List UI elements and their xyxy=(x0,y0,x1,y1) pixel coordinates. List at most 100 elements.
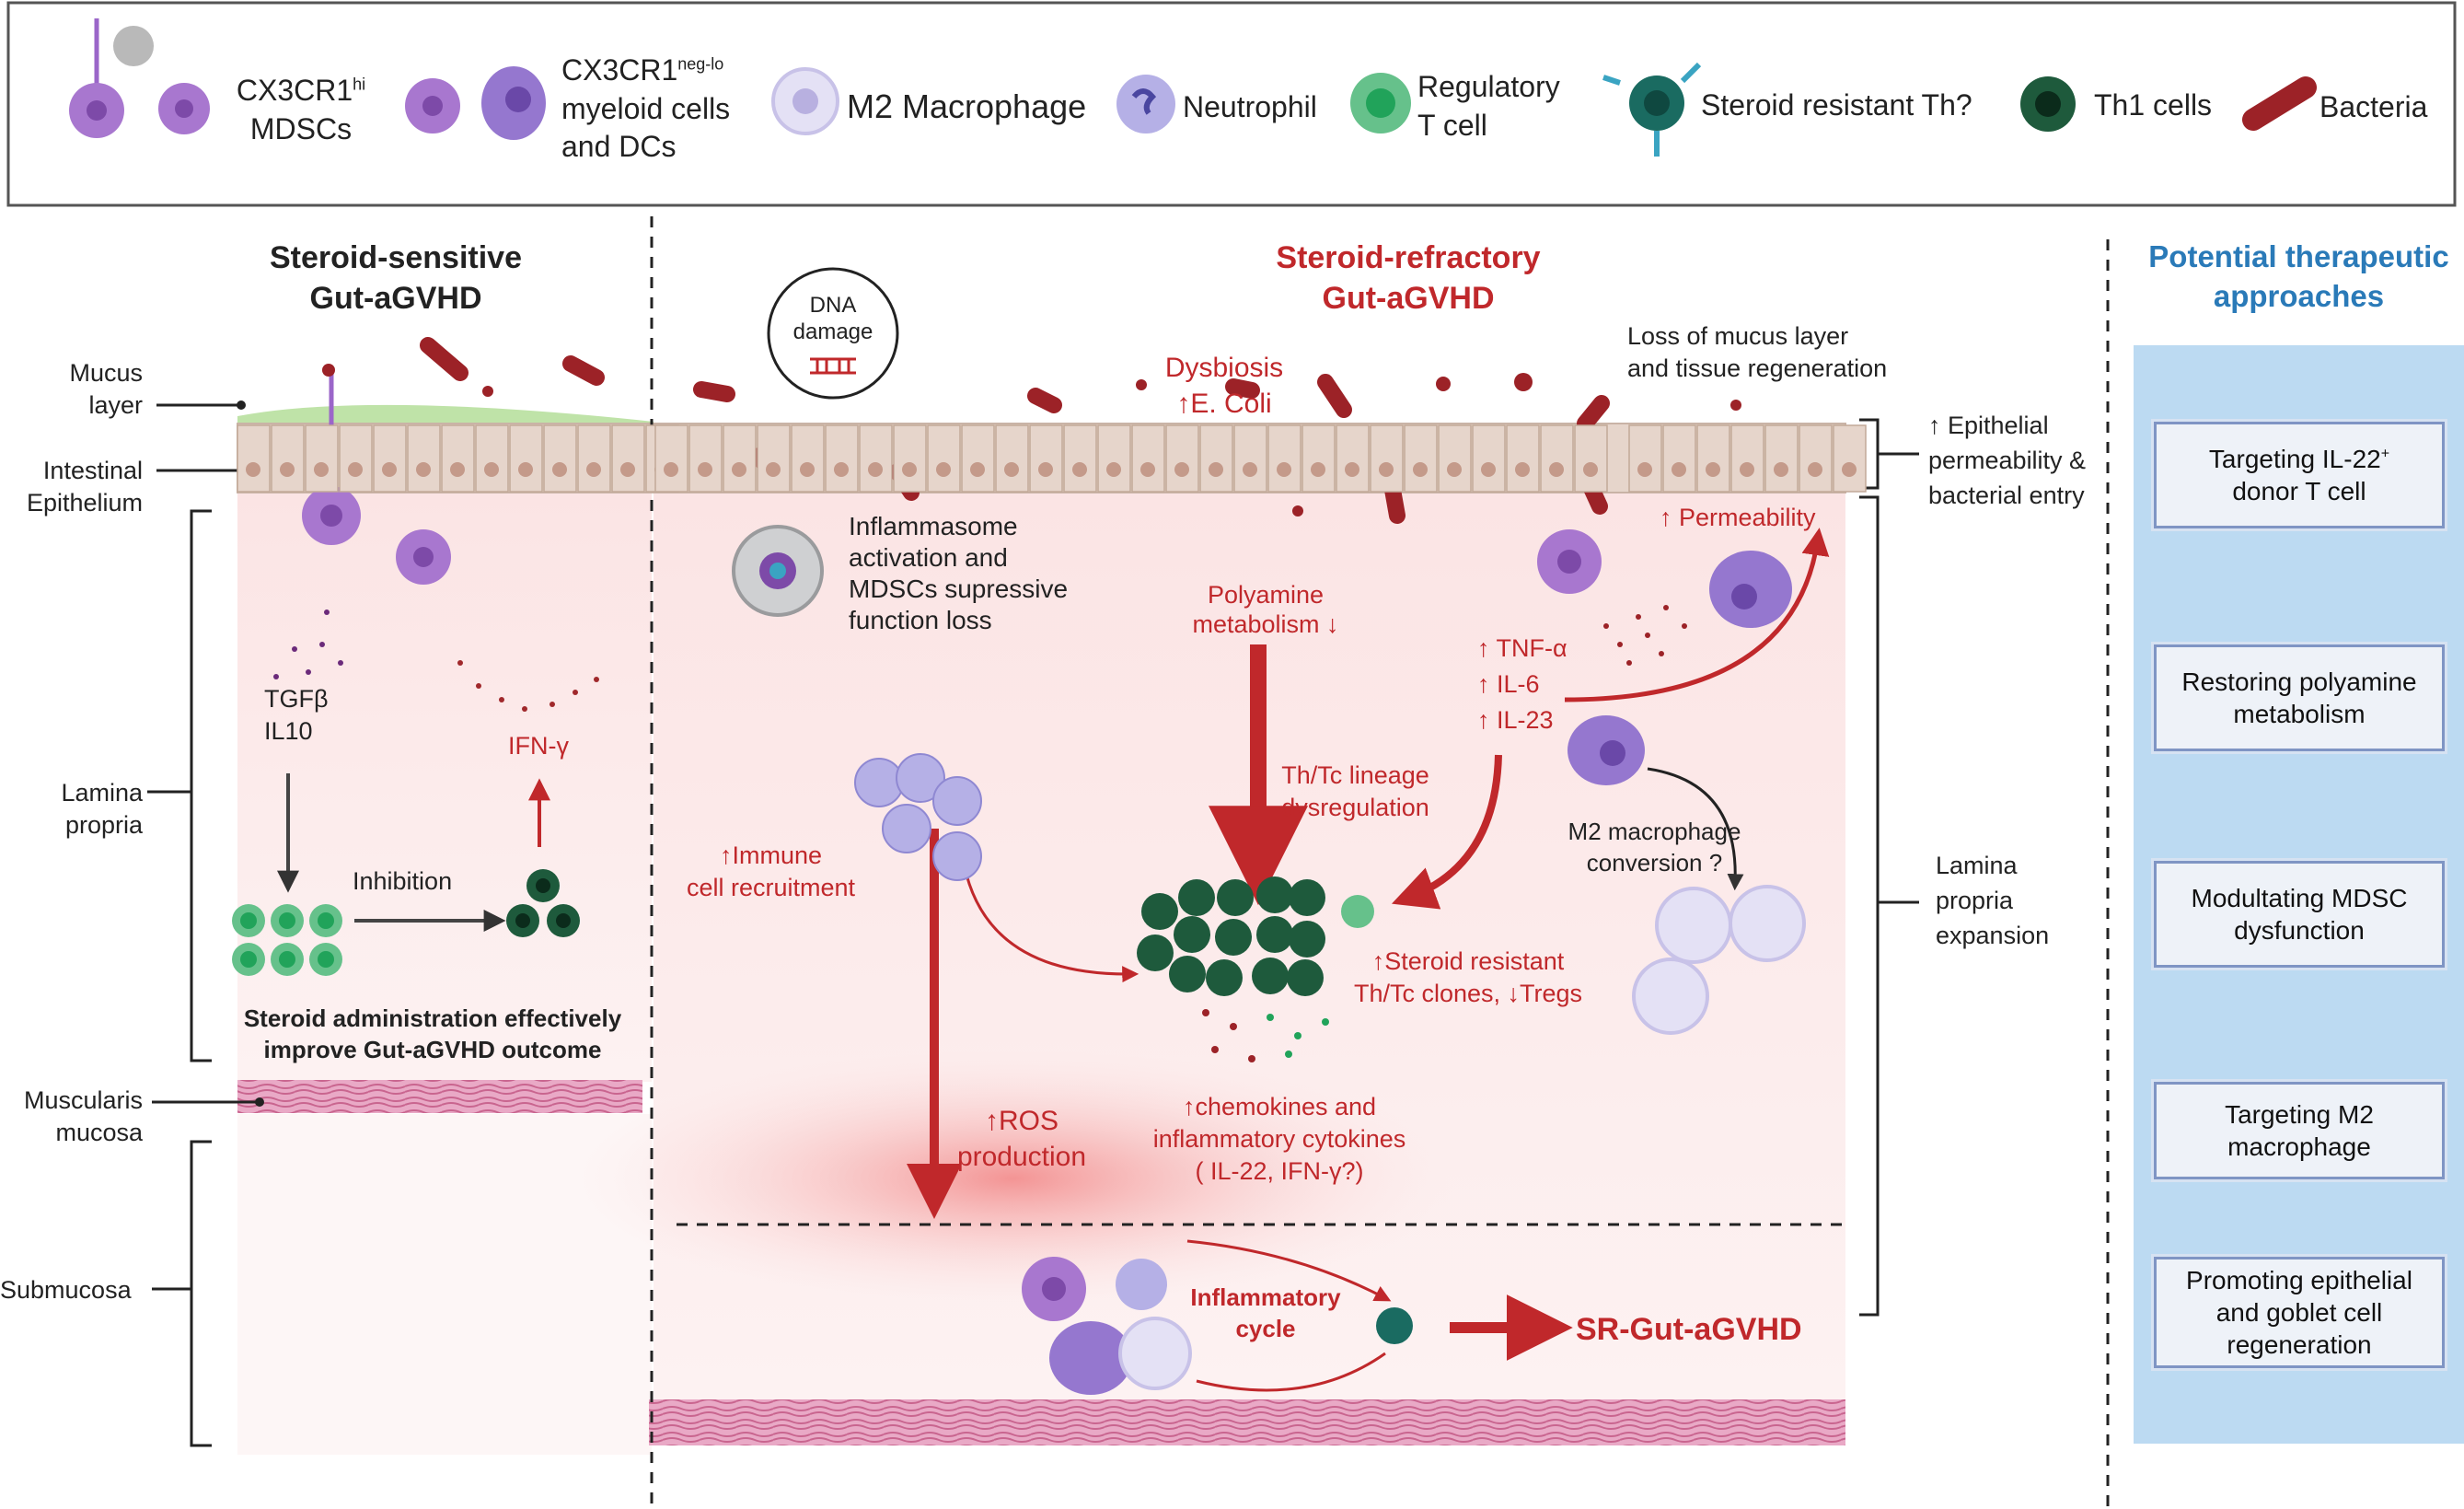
right-axis-brackets xyxy=(1859,418,1919,1317)
diagram-shape xyxy=(1645,633,1650,638)
epithelial-cell xyxy=(893,424,927,493)
legend-th1-label: Th1 cells xyxy=(2094,88,2213,122)
epithelial-nucleus xyxy=(766,462,781,477)
inflammasome-2: activation and xyxy=(849,543,1008,573)
legend-myeloid-sup: neg-lo xyxy=(677,54,724,74)
legend-myeloid-line3: and DCs xyxy=(561,130,677,164)
treg-in-cluster xyxy=(1341,895,1374,928)
diagram-shape xyxy=(1137,934,1174,971)
bacteria-group xyxy=(420,337,1610,524)
diagram-shape xyxy=(457,660,463,666)
epithelial-cell xyxy=(688,424,723,493)
diagram-shape xyxy=(1626,660,1632,666)
clones-2: Th/Tc clones, ↓Tregs xyxy=(1353,980,1583,1008)
epithelial-cell xyxy=(1029,424,1063,493)
inflammasome-label: Inflammasome activation and MDSCs supres… xyxy=(849,511,1068,637)
epithelial-nucleus xyxy=(382,462,397,477)
ifng-label: IFN-γ xyxy=(508,732,569,760)
diagram-shape xyxy=(2242,76,2317,131)
legend-mdsc-hi-line2: MDSCs xyxy=(249,111,353,145)
epithelial-cell xyxy=(1628,424,1662,493)
diagram-shape xyxy=(1632,958,1709,1035)
diagram-shape xyxy=(854,758,904,807)
diagram-shape xyxy=(476,683,481,689)
epithelial-cell xyxy=(1370,424,1404,493)
left-th1 xyxy=(506,869,580,937)
cycle-2: cycle xyxy=(1235,1314,1296,1342)
epithelial-nucleus xyxy=(1413,462,1428,477)
epithelial-cell xyxy=(305,424,339,493)
rm-m2-cluster xyxy=(1632,885,1806,1035)
epithelial-cell xyxy=(859,424,893,493)
legend-neutrophil-label: Neutrophil xyxy=(1183,90,1317,123)
diagram-shape xyxy=(1600,740,1625,766)
epithelial-cell xyxy=(654,424,688,493)
epithelial-nucleus xyxy=(1447,462,1462,477)
therapy-item-il22: Targeting IL-22+donor T cell xyxy=(2154,422,2445,528)
epithelial-cell xyxy=(995,424,1029,493)
diagram-shape xyxy=(1027,388,1062,413)
diagram-shape xyxy=(1141,893,1178,930)
diagram-shape xyxy=(1682,623,1687,629)
therapy-2-line2: dysfunction xyxy=(2234,916,2365,945)
diagram-shape xyxy=(792,88,818,114)
epithelial-nucleus xyxy=(1038,462,1053,477)
dna-1: DNA xyxy=(809,293,857,318)
epithelial-nucleus xyxy=(1481,462,1496,477)
therapy-4-line3: regeneration xyxy=(2227,1330,2372,1359)
dysbiosis-label: Dysbiosis↑E. Coli xyxy=(1141,350,1307,422)
diagram-shape xyxy=(515,913,530,928)
epithelial-cell xyxy=(825,424,859,493)
epithelial-nucleus xyxy=(800,462,815,477)
diagram-shape xyxy=(1217,879,1254,916)
epithelial-cell xyxy=(1336,424,1370,493)
diagram-shape xyxy=(318,951,334,968)
epithelial-nucleus xyxy=(484,462,499,477)
epithelial-nucleus xyxy=(1209,462,1223,477)
diagram-shape xyxy=(693,381,735,402)
epithelial-nucleus xyxy=(1706,462,1720,477)
epithelial-nucleus xyxy=(246,462,260,477)
epithelial-cell xyxy=(1063,424,1097,493)
epithelial-cell xyxy=(1267,424,1301,493)
legend-mdsc-hi-label: CX3CR1hi MDSCs xyxy=(232,72,370,148)
diagram-shape xyxy=(1256,876,1293,913)
mucus-loss-2: and tissue regeneration xyxy=(1627,354,1888,383)
epithelial-cell xyxy=(1301,424,1336,493)
diagram-shape xyxy=(556,913,571,928)
diagram-shape xyxy=(279,912,295,929)
epithelial-nucleus xyxy=(1379,462,1394,477)
epithelial-nucleus xyxy=(314,462,329,477)
il10-label: IL10 xyxy=(264,717,313,746)
m2conv-1: M2 macrophage xyxy=(1567,818,1741,845)
cycle-1: Inflammatory xyxy=(1190,1283,1341,1311)
epithelial-cell xyxy=(1662,424,1696,493)
diagram-shape xyxy=(1292,505,1303,517)
diagram-shape xyxy=(1252,958,1289,994)
diagram-shape xyxy=(1211,1046,1219,1053)
epithelial-cell xyxy=(723,424,757,493)
epithelial-nucleus xyxy=(1004,462,1019,477)
diagram-shape xyxy=(240,951,257,968)
rm-dots xyxy=(1603,605,1687,666)
legend-myeloid-line2: myeloid cells xyxy=(561,91,731,125)
legend-m2-icon xyxy=(771,67,839,135)
diagram-shape xyxy=(769,563,786,579)
diagram-shape xyxy=(87,100,107,121)
epithelial-nucleus xyxy=(834,462,849,477)
polyamine-2: metabolism ↓ xyxy=(1192,610,1339,639)
therapy-3-line1: Targeting M2 xyxy=(2225,1100,2374,1129)
axis-muscularis-1: Muscularis xyxy=(23,1086,143,1114)
diagram-shape xyxy=(1514,373,1533,391)
arrow-permeability xyxy=(1564,528,1830,702)
epithelial-cell xyxy=(1696,424,1730,493)
epithelial-cell xyxy=(791,424,825,493)
legend-mdsc-hi-sup: hi xyxy=(353,75,366,94)
epithelial-cell xyxy=(961,424,995,493)
diagram-shape xyxy=(536,878,550,893)
axis-submucosa-label: Submucosa xyxy=(0,1276,132,1304)
